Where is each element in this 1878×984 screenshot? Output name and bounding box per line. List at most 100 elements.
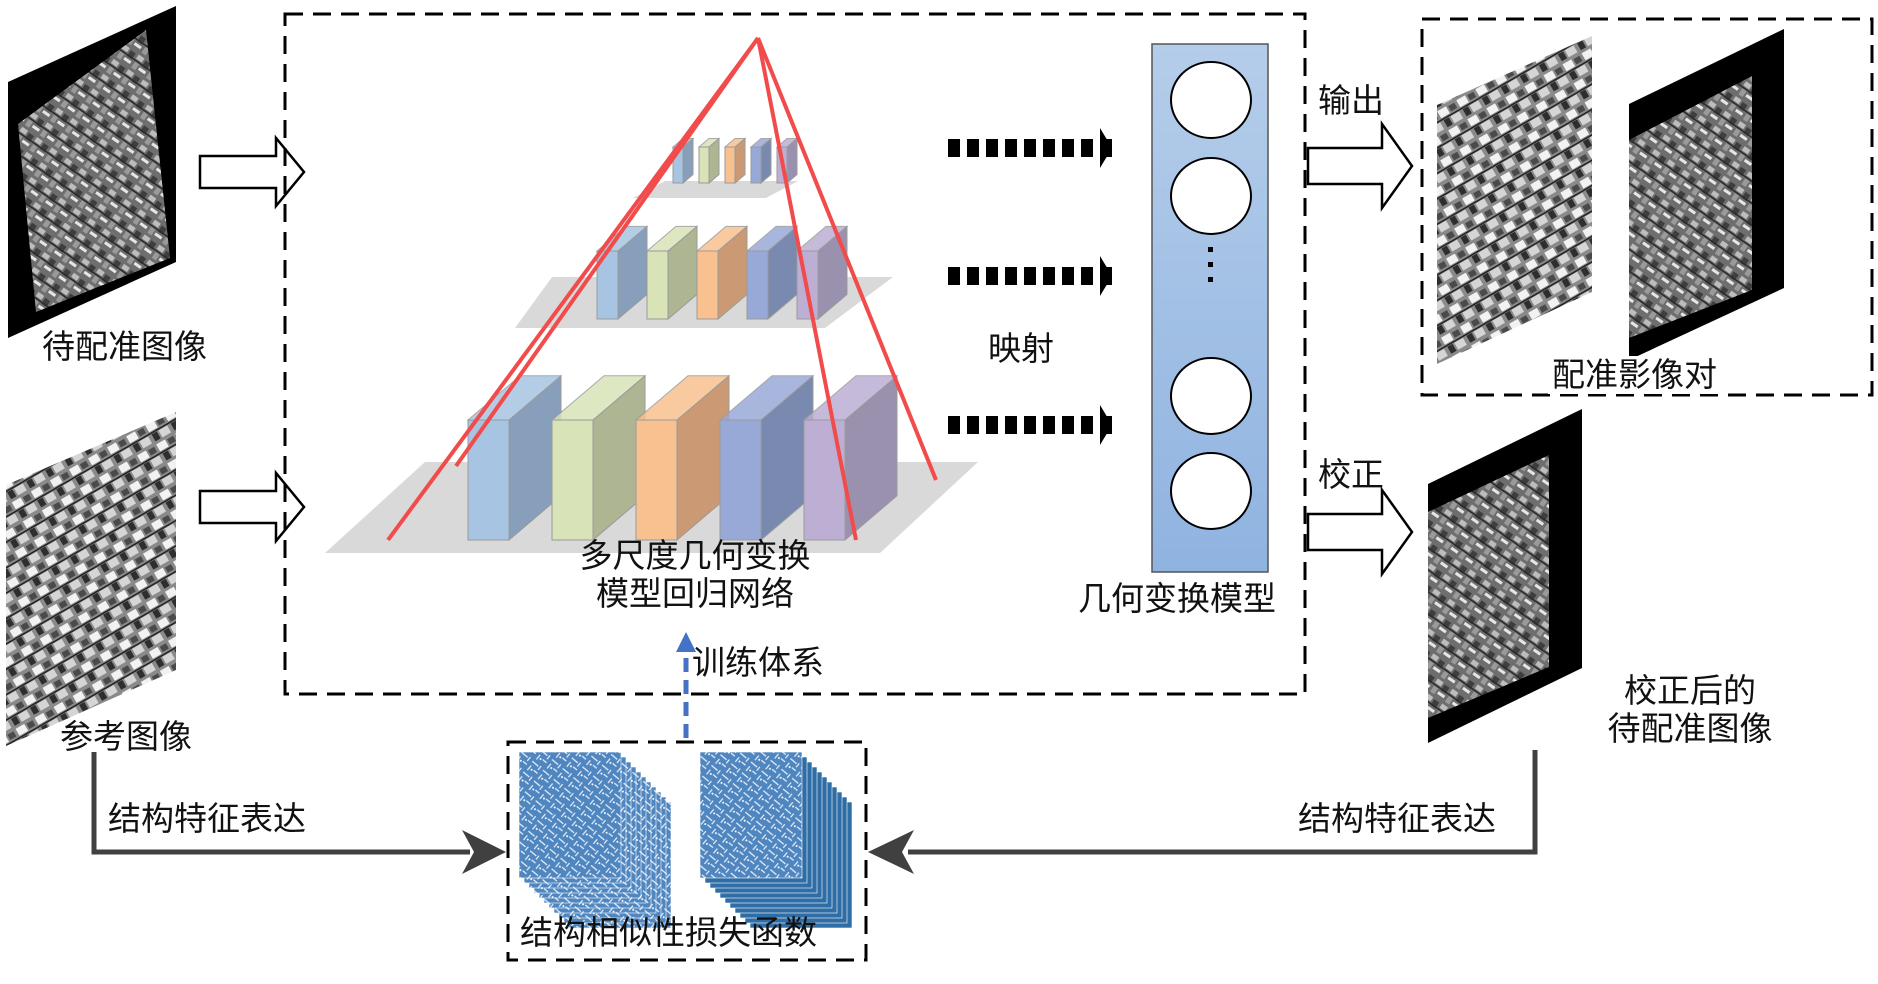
- mapping-arrow-1: [948, 128, 1112, 168]
- feature-block: [595, 225, 649, 321]
- feature-map-layer: [699, 751, 803, 879]
- structure-feature-left-label: 结构特征表达: [108, 799, 306, 838]
- right-feature-connector: [868, 750, 1538, 874]
- reference-image: [6, 412, 176, 746]
- feature-block: [723, 137, 747, 185]
- level-plate: [633, 181, 798, 198]
- dash: [967, 139, 979, 157]
- feature-block: [802, 374, 899, 542]
- pyramid-level-middle: [515, 225, 893, 328]
- dash: [1024, 267, 1036, 285]
- block-front: [724, 146, 736, 184]
- corrected-label-line1: 校正后的: [1624, 671, 1756, 710]
- dash: [948, 139, 960, 157]
- model-node: [1170, 452, 1252, 530]
- training-system-label: 训练体系: [692, 643, 824, 682]
- sensed-image: [8, 6, 176, 338]
- corrected-image-label: 校正后的 待配准图像: [1590, 672, 1790, 748]
- receptive-field-ray: [756, 37, 858, 541]
- training-arrow: [676, 632, 696, 738]
- dash: [1024, 416, 1036, 434]
- correct-arrow: [1306, 486, 1414, 578]
- mapping-arrow-2: [948, 256, 1112, 296]
- arrow-head: [1100, 128, 1112, 168]
- geo-model-label: 几何变换模型: [1078, 579, 1276, 618]
- registered-sensed-image: [1629, 29, 1784, 360]
- corrected-sensed-image: [1428, 409, 1582, 743]
- block-front: [551, 419, 594, 541]
- dash: [967, 267, 979, 285]
- receptive-field-ray: [454, 36, 760, 468]
- geo-model-column: [1151, 43, 1269, 573]
- dash: [1043, 416, 1055, 434]
- dash: [986, 267, 998, 285]
- input-arrow-reference: [198, 469, 306, 545]
- ssim-loss-box: [506, 740, 868, 962]
- block-front: [646, 250, 669, 320]
- pyramid-level-top: [633, 137, 799, 198]
- reference-feature-stack: [518, 751, 672, 929]
- registered-pair-box: [1420, 17, 1874, 397]
- output-label: 输出: [1318, 81, 1384, 120]
- left-feature-connector: [91, 752, 506, 874]
- dash: [948, 416, 960, 434]
- block-front: [698, 146, 710, 184]
- dash: [1043, 139, 1055, 157]
- registered-reference-image: [1437, 36, 1592, 364]
- dash: [1081, 416, 1093, 434]
- block-front: [746, 250, 769, 320]
- mapping-arrows: [948, 128, 1112, 445]
- model-node: [1170, 357, 1252, 435]
- model-node: [1170, 157, 1252, 235]
- network-label: 多尺度几何变换 模型回归网络: [555, 537, 835, 613]
- model-node: [1170, 61, 1252, 139]
- feature-block: [749, 137, 773, 185]
- feature-block: [695, 225, 749, 321]
- dash: [1081, 139, 1093, 157]
- block-front: [696, 250, 719, 320]
- feature-block: [645, 225, 699, 321]
- sensed-image-label: 待配准图像: [42, 327, 207, 366]
- registered-pair-label: 配准影像对: [1548, 356, 1721, 394]
- feature-block: [718, 374, 815, 542]
- structure-feature-right-label: 结构特征表达: [1298, 799, 1496, 838]
- block-front: [635, 419, 678, 541]
- output-arrow: [1306, 120, 1414, 212]
- dash: [967, 416, 979, 434]
- feature-block: [550, 374, 647, 542]
- dash: [1062, 416, 1074, 434]
- mapping-label: 映射: [988, 329, 1054, 368]
- multiscale-pyramid: [325, 36, 978, 553]
- dash: [1081, 267, 1093, 285]
- dash: [1005, 416, 1017, 434]
- dash: [1024, 139, 1036, 157]
- arrow-head: [1100, 405, 1112, 445]
- ellipsis-dot: [1208, 247, 1213, 252]
- pyramid-level-bottom: [325, 374, 978, 553]
- reference-image-label: 参考图像: [60, 717, 192, 756]
- dash: [1062, 267, 1074, 285]
- arrow-head: [1100, 256, 1112, 296]
- network-label-line1: 多尺度几何变换: [579, 536, 811, 575]
- dash: [986, 139, 998, 157]
- dash: [1005, 267, 1017, 285]
- feature-block: [634, 374, 731, 542]
- corrected-label-line2: 待配准图像: [1607, 708, 1773, 748]
- ellipsis-dot: [1208, 262, 1213, 267]
- block-front: [719, 419, 762, 541]
- dash: [1062, 139, 1074, 157]
- ssim-loss-label: 结构相似性损失函数: [520, 913, 817, 952]
- dash: [986, 416, 998, 434]
- receptive-field-ray: [756, 37, 938, 481]
- receptive-field-ray: [386, 36, 760, 542]
- correct-label: 校正: [1318, 455, 1384, 494]
- ellipsis-dot: [1208, 277, 1213, 282]
- sensed-feature-stack: [699, 751, 853, 929]
- block-front: [803, 419, 846, 541]
- feature-map-layer: [518, 751, 622, 879]
- block-front: [750, 146, 762, 184]
- feature-block: [697, 137, 721, 185]
- input-arrow-sensed: [198, 134, 306, 210]
